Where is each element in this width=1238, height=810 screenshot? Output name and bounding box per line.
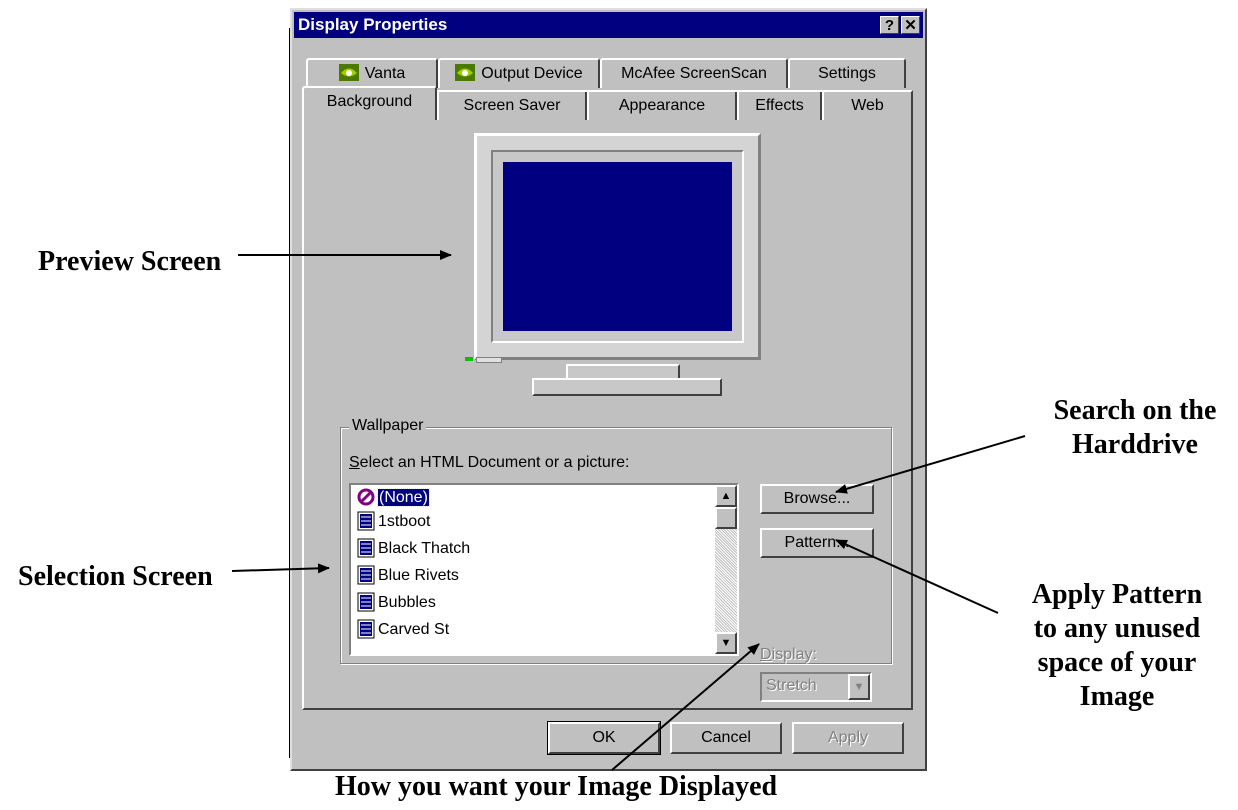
tab-screen-saver[interactable]: Screen Saver [437, 90, 587, 120]
tab-background[interactable]: Background [302, 86, 437, 120]
list-item[interactable]: Carved St [357, 619, 449, 641]
bitmap-icon [357, 619, 375, 639]
background-tab-panel: Wallpaper Select an HTML Document or a p… [302, 90, 913, 710]
scroll-up-button[interactable]: ▲ [715, 485, 737, 507]
list-item[interactable]: Bubbles [357, 592, 436, 614]
annotation-search-harddrive: Search on the Harddrive [1053, 395, 1217, 460]
list-item[interactable]: (None) [357, 487, 430, 509]
bitmap-icon [357, 592, 375, 612]
tab-output-device[interactable]: Output Device [438, 58, 600, 88]
list-item[interactable]: Blue Rivets [357, 565, 459, 587]
bitmap-icon [357, 565, 375, 585]
list-item[interactable]: 1stboot [357, 511, 430, 533]
preview-monitor [474, 133, 761, 360]
browse-button[interactable]: Browse... [760, 484, 874, 514]
annotation-apply-pattern: Apply Pattern to any unused space of you… [1031, 579, 1203, 712]
wallpaper-group-label: Wallpaper [349, 417, 427, 435]
tab-settings[interactable]: Settings [788, 58, 906, 88]
annotation-selection-screen: Selection Screen [18, 561, 213, 592]
title-bar[interactable]: Display Properties ? ✕ [294, 12, 923, 38]
cancel-button[interactable]: Cancel [670, 722, 782, 754]
list-item[interactable]: Black Thatch [357, 538, 470, 560]
monitor-button [476, 357, 502, 363]
monitor-stand-base [532, 378, 722, 396]
pattern-button[interactable]: Pattern... [760, 528, 874, 558]
tab-web[interactable]: Web [822, 90, 913, 120]
scroll-down-button[interactable]: ▼ [715, 632, 737, 654]
nvidia-icon [338, 64, 359, 81]
display-mode-select[interactable]: Stretch ▼ [760, 672, 872, 702]
annotation-display-mode: How you want your Image Displayed [335, 771, 778, 802]
window-title: Display Properties [298, 15, 448, 34]
display-properties-dialog: Display Properties ? ✕ Vanta Output Devi… [290, 8, 927, 771]
chevron-down-icon[interactable]: ▼ [848, 674, 870, 700]
bitmap-icon [357, 511, 375, 531]
bitmap-icon [357, 538, 375, 558]
monitor-power-led [465, 357, 473, 361]
display-mode-value: Stretch [766, 677, 817, 694]
left-edge-line [289, 28, 290, 758]
apply-button[interactable]: Apply [792, 722, 904, 754]
scroll-thumb[interactable] [715, 507, 737, 529]
help-button[interactable]: ? [880, 16, 899, 34]
none-icon [357, 488, 375, 506]
tab-vanta[interactable]: Vanta [306, 58, 438, 88]
listbox-scrollbar[interactable]: ▲ ▼ [715, 485, 737, 654]
tab-mcafee-screenscan[interactable]: McAfee ScreenScan [600, 58, 788, 88]
annotation-preview-screen: Preview Screen [38, 246, 222, 277]
display-label: Display: [760, 646, 817, 663]
close-button[interactable]: ✕ [901, 16, 920, 34]
nvidia-icon [455, 64, 476, 81]
select-wallpaper-label: Select an HTML Document or a picture: [349, 454, 630, 471]
wallpaper-listbox[interactable]: (None) 1stboot Black Thatch Blue Rivets … [349, 483, 739, 656]
ok-button[interactable]: OK [547, 721, 661, 755]
preview-screen [503, 162, 732, 331]
